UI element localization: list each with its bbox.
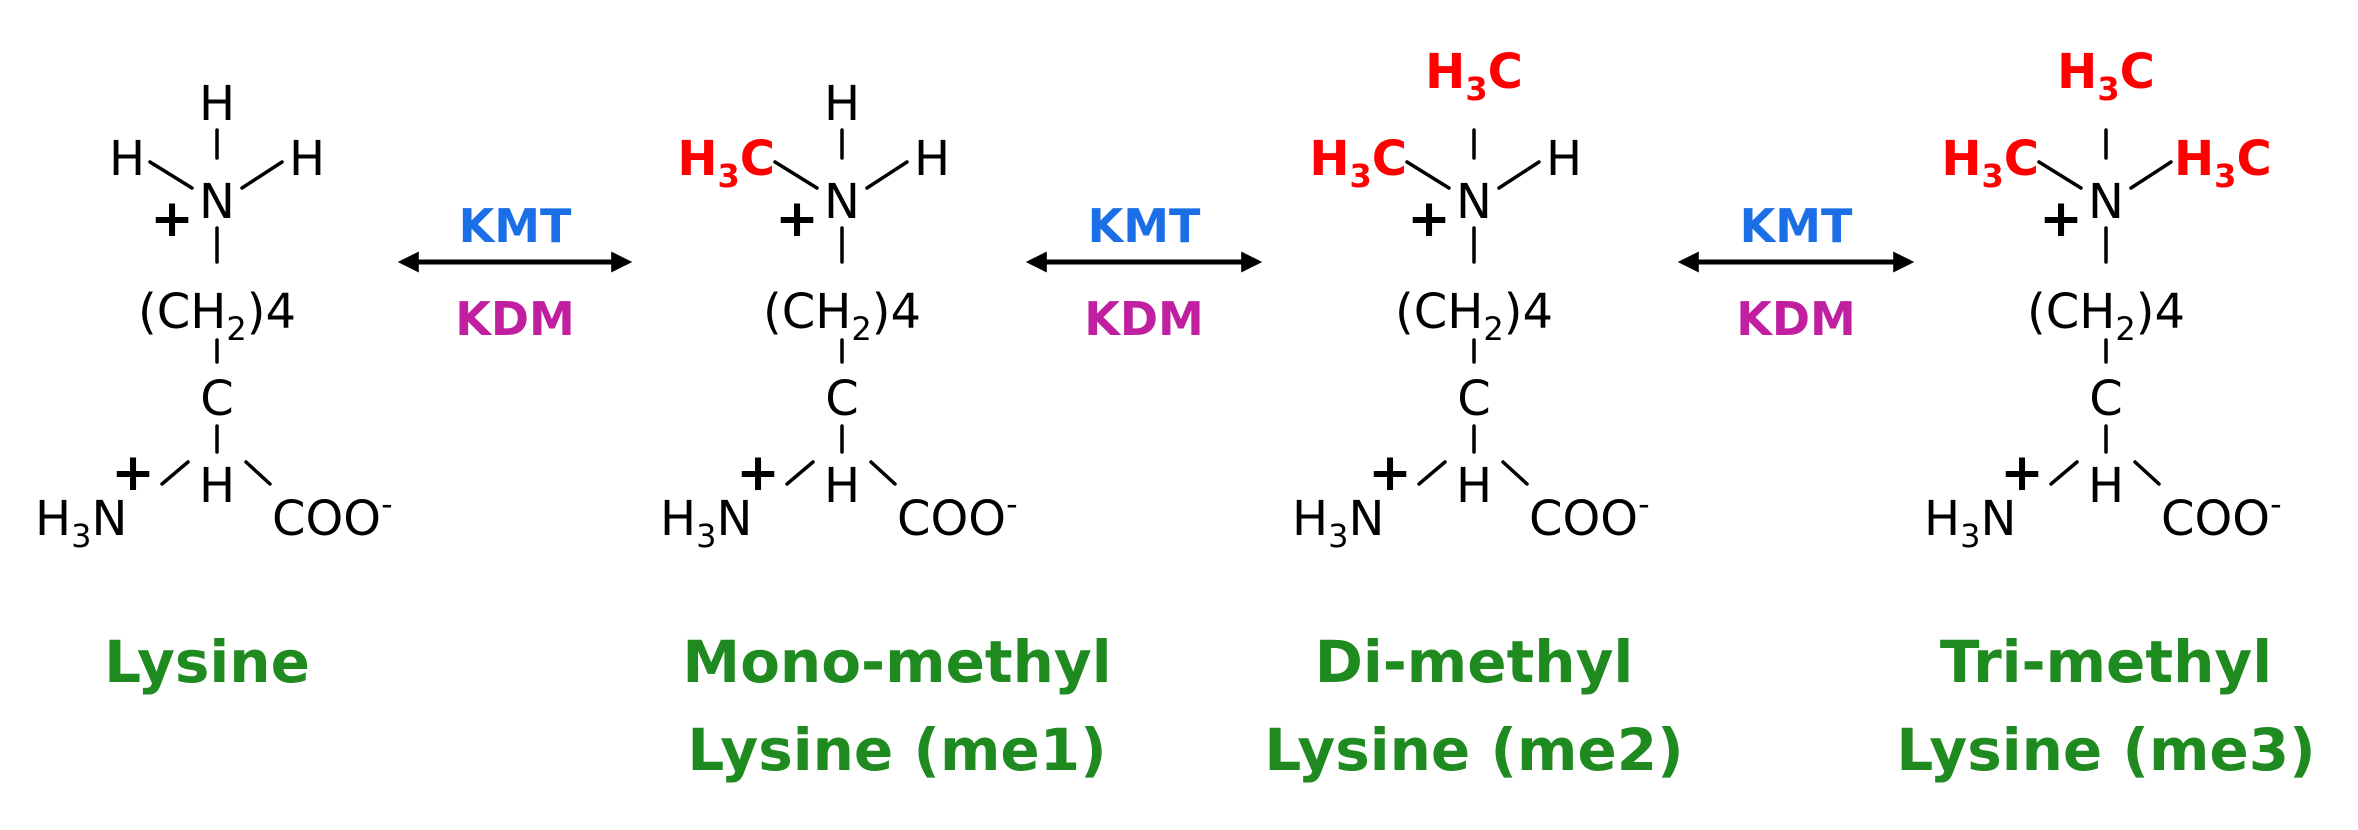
bond-alpha-amine	[2049, 460, 2079, 486]
methyl-group-right: H3C	[2174, 131, 2272, 195]
carboxylate: COO-	[897, 485, 1018, 547]
tri-methyl-lysine-structure: H3C H3C H3C N + (CH2)4 C H H3N + COO-	[1924, 44, 2282, 555]
bond-alpha-carboxyl	[2133, 460, 2161, 486]
bond-alpha-carboxyl	[869, 460, 897, 486]
carboxylate: COO-	[1529, 485, 1650, 547]
reaction-1: KMT KDM	[397, 199, 633, 346]
amine-positive-charge: +	[2000, 443, 2044, 503]
epsilon-nitrogen: N	[199, 174, 235, 230]
caption-me3-line2: Lysine (me3)	[1896, 716, 2315, 784]
kdm-label: KDM	[1736, 292, 1856, 346]
kmt-label: KMT	[1740, 199, 1853, 253]
alpha-amine: H3N	[1292, 491, 1384, 555]
bond-alpha-amine	[785, 460, 815, 486]
epsilon-nitrogen: N	[824, 174, 860, 230]
bond-n-right	[240, 160, 284, 190]
caption-me1-line1: Mono-methyl	[682, 628, 1111, 696]
bond-n-right	[1497, 160, 1541, 190]
bond-n-left	[148, 160, 194, 190]
di-methyl-lysine-structure: H3C H3C H N + (CH2)4 C H H3N + COO-	[1292, 44, 1650, 555]
caption-me2-line1: Di-methyl	[1315, 628, 1634, 696]
caption-lysine: Lysine	[104, 628, 310, 696]
ch2-chain: (CH2)4	[138, 284, 296, 348]
epsilon-nitrogen: N	[1456, 174, 1492, 230]
top-h: H	[824, 76, 860, 132]
alpha-amine: H3N	[660, 491, 752, 555]
ch2-chain: (CH2)4	[763, 284, 921, 348]
lysine-structure: H H H N + (CH2)4 C H H3N + COO-	[35, 76, 393, 555]
ch2-chain: (CH2)4	[1395, 284, 1553, 348]
right-h: H	[1546, 131, 1582, 187]
bond-n-left	[773, 160, 819, 190]
alpha-carbon: C	[1457, 371, 1491, 427]
positive-charge: +	[1407, 189, 1451, 249]
alpha-hydrogen: H	[1456, 458, 1492, 514]
positive-charge: +	[2039, 189, 2083, 249]
carboxylate: COO-	[272, 485, 393, 547]
bond-alpha-amine	[1417, 460, 1447, 486]
alpha-carbon: C	[2089, 371, 2123, 427]
caption-me2-line2: Lysine (me2)	[1264, 716, 1683, 784]
top-h: H	[199, 76, 235, 132]
methyl-group-top: H3C	[2057, 44, 2155, 108]
methyl-group-top: H3C	[1425, 44, 1523, 108]
left-h: H	[109, 131, 145, 187]
amine-positive-charge: +	[1368, 443, 1412, 503]
methyl-group-left: H3C	[677, 131, 775, 195]
amine-positive-charge: +	[111, 443, 155, 503]
caption-me3-line1: Tri-methyl	[1940, 628, 2272, 696]
bond-alpha-carboxyl	[1501, 460, 1529, 486]
alpha-amine: H3N	[1924, 491, 2016, 555]
carboxylate: COO-	[2161, 485, 2282, 547]
bond-alpha-amine	[160, 460, 190, 486]
alpha-hydrogen: H	[824, 458, 860, 514]
positive-charge: +	[150, 189, 194, 249]
bond-n-left	[1405, 160, 1451, 190]
alpha-hydrogen: H	[2088, 458, 2124, 514]
ch2-chain: (CH2)4	[2027, 284, 2185, 348]
alpha-hydrogen: H	[199, 458, 235, 514]
bond-alpha-carboxyl	[244, 460, 272, 486]
bond-n-left	[2037, 160, 2083, 190]
kdm-label: KDM	[455, 292, 575, 346]
methyl-group-left: H3C	[1941, 131, 2039, 195]
alpha-carbon: C	[200, 371, 234, 427]
kdm-label: KDM	[1084, 292, 1204, 346]
amine-positive-charge: +	[736, 443, 780, 503]
alpha-amine: H3N	[35, 491, 127, 555]
reaction-3: KMT KDM	[1677, 199, 1915, 346]
kmt-label: KMT	[459, 199, 572, 253]
reaction-2: KMT KDM	[1025, 199, 1263, 346]
positive-charge: +	[775, 189, 819, 249]
bond-n-right	[2129, 160, 2173, 190]
bond-n-right	[865, 160, 909, 190]
caption-me1-line2: Lysine (me1)	[687, 716, 1106, 784]
right-h: H	[289, 131, 325, 187]
kmt-label: KMT	[1088, 199, 1201, 253]
epsilon-nitrogen: N	[2088, 174, 2124, 230]
right-h: H	[914, 131, 950, 187]
alpha-carbon: C	[825, 371, 859, 427]
methyl-group-left: H3C	[1309, 131, 1407, 195]
mono-methyl-lysine-structure: H H3C H N + (CH2)4 C H H3N + COO-	[660, 76, 1018, 555]
